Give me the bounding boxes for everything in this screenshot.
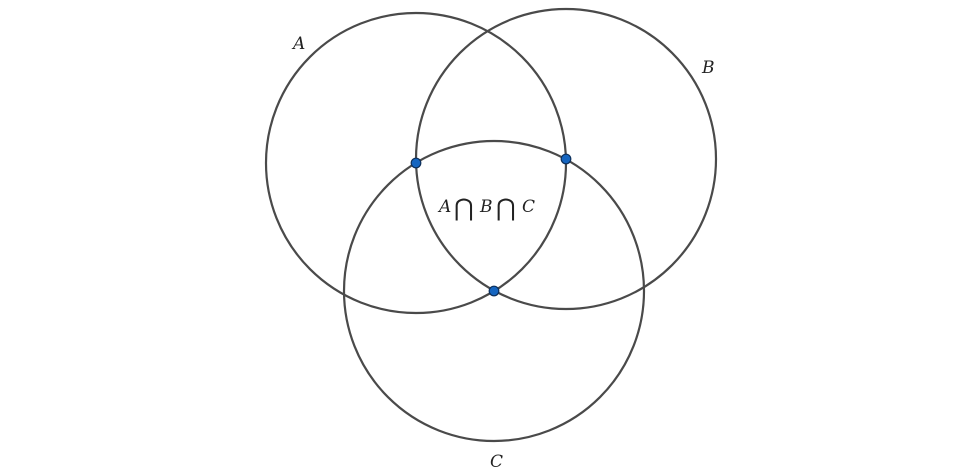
intersection-symbol: ⋂ (496, 194, 516, 222)
circle-c (342, 139, 646, 443)
intersection-part-c: C (522, 197, 535, 217)
intersection-part-b: B (479, 197, 493, 217)
label-a: A (291, 34, 305, 54)
intersection-symbol: ⋂ (454, 194, 474, 222)
label-b: B (701, 58, 715, 78)
label-c: C (490, 452, 503, 472)
intersection-label: A ⋂ B ⋂ C (437, 194, 535, 222)
intersection-part-a: A (437, 197, 451, 217)
point-center-b[interactable] (560, 153, 572, 165)
point-center-a[interactable] (410, 157, 422, 169)
point-center-c[interactable] (488, 285, 500, 297)
